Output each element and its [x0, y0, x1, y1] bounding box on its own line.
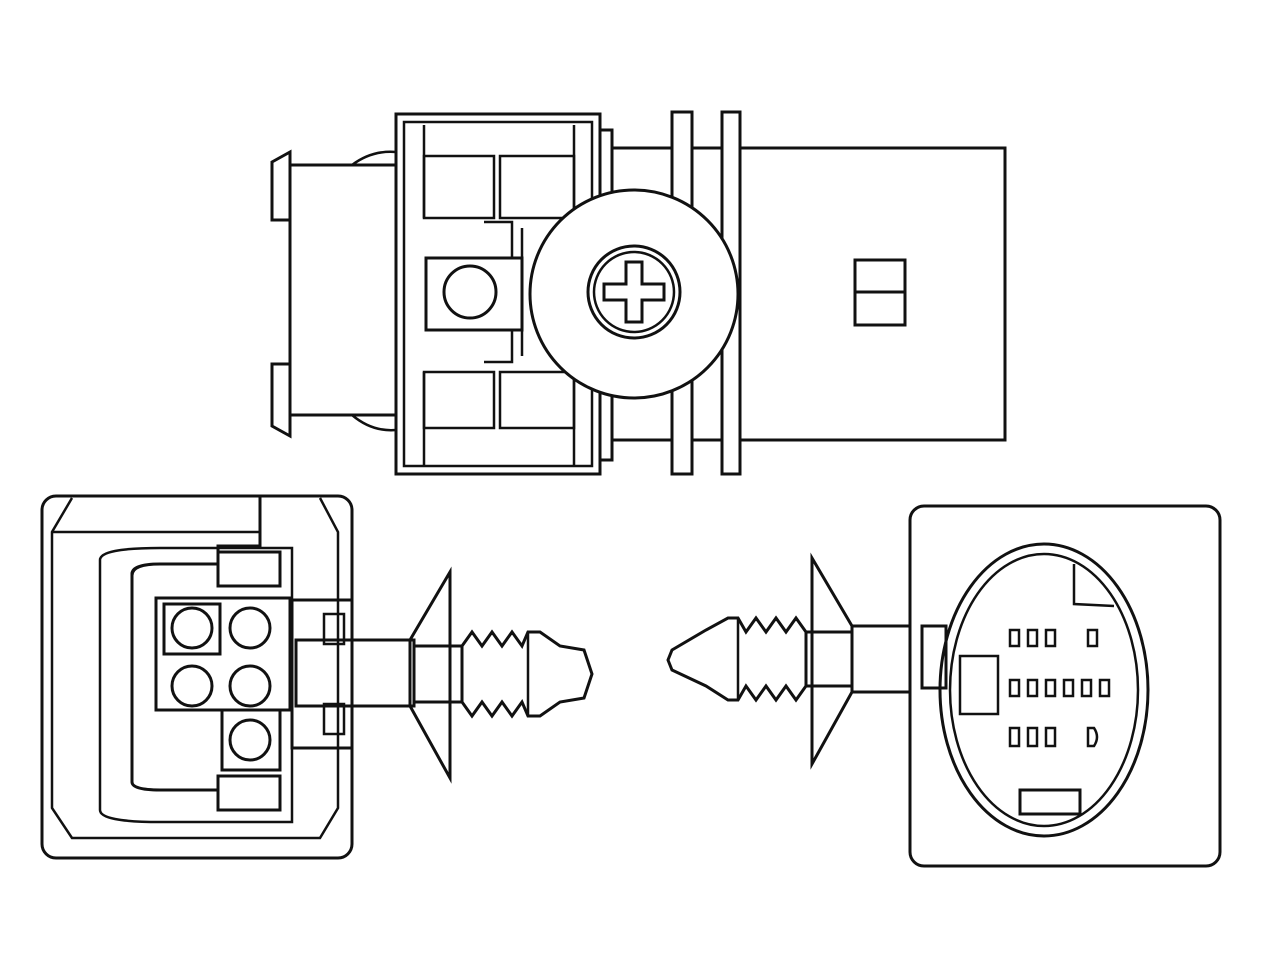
latch-hole	[442, 264, 498, 320]
female-outer-frame	[40, 494, 354, 860]
clip-stem	[294, 638, 416, 708]
bolt-head	[586, 244, 682, 340]
clip-stem-right	[850, 624, 912, 694]
end-cap	[288, 163, 398, 417]
polarizing-tab	[1018, 788, 1082, 816]
clip-barbs-right	[666, 615, 809, 703]
connector-top-view	[270, 110, 1007, 476]
retaining-clip-right	[666, 552, 912, 770]
cross-slot-icon	[602, 260, 666, 324]
key-tab	[958, 654, 1000, 716]
pin-4	[228, 664, 272, 708]
clip-head	[408, 566, 452, 784]
clip-head-right	[810, 552, 854, 770]
male-outer-frame	[908, 504, 1222, 868]
pin-1	[170, 606, 214, 650]
connector-male-face	[908, 504, 1222, 868]
retaining-clip-left	[294, 566, 594, 784]
oval-shroud-outer	[938, 542, 1150, 838]
clip-barbs	[459, 629, 594, 719]
plug-body	[738, 146, 1007, 442]
pin-1-frame	[162, 602, 222, 656]
bolt-boss	[528, 188, 740, 400]
pin-2	[228, 606, 272, 650]
pin-3	[170, 664, 214, 708]
pin-5	[228, 718, 272, 762]
connector-female-face	[40, 494, 354, 860]
